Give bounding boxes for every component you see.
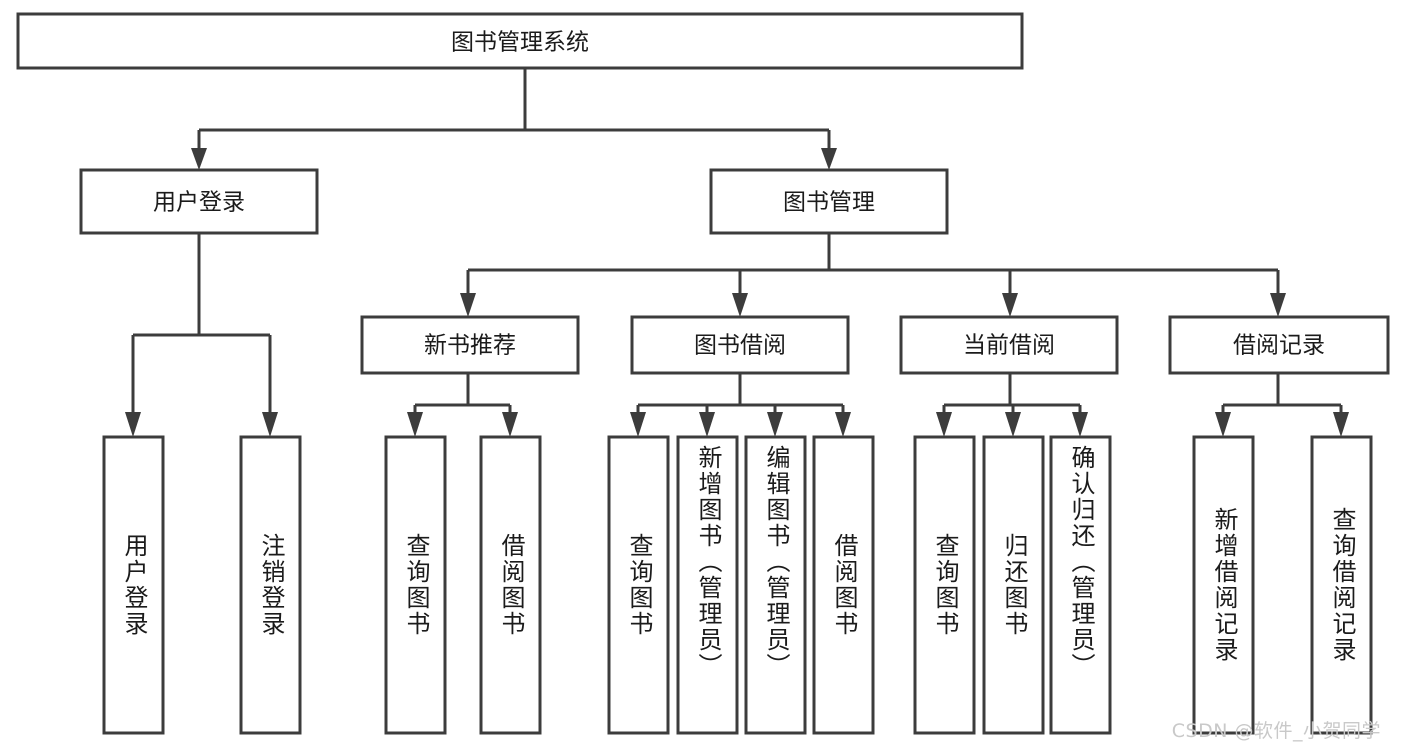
node-borrow-record-box[interactable] xyxy=(1168,315,1390,375)
leaf-add-record-box[interactable] xyxy=(1192,435,1255,735)
arrow-head-borrow-record xyxy=(1270,293,1286,317)
arrow-head-leaf-query-book-1 xyxy=(407,412,423,437)
arrow-head-leaf-add-record xyxy=(1215,412,1231,437)
arrow-head-new-book-recommend xyxy=(460,293,476,317)
leaf-user-login-box[interactable] xyxy=(102,435,165,735)
node-borrow-record[interactable]: 借阅记录 xyxy=(1168,315,1390,375)
leaf-node-group xyxy=(102,435,1373,735)
node-user-login-box[interactable] xyxy=(79,168,319,235)
node-new-book-recommend-label: 新书推荐 xyxy=(424,333,516,359)
leaf-user-logout-box[interactable] xyxy=(239,435,302,735)
connector-layer xyxy=(125,68,1349,437)
arrow-head-current-borrow xyxy=(1002,293,1018,317)
leaf-query-record-box[interactable] xyxy=(1310,435,1373,735)
node-root-box[interactable] xyxy=(16,12,1024,70)
leaf-confirm-return-box[interactable] xyxy=(1049,435,1112,735)
arrow-head-leaf-user-login xyxy=(125,412,141,437)
node-book-management-box[interactable] xyxy=(709,168,949,235)
arrow-head-leaf-query-book-3 xyxy=(936,412,952,437)
node-root-label: 图书管理系统 xyxy=(451,30,589,56)
node-book-borrow[interactable]: 图书借阅 xyxy=(630,315,850,375)
arrow-head-book-borrow xyxy=(732,293,748,317)
arrow-head-leaf-confirm-return xyxy=(1072,412,1088,437)
node-book-borrow-label: 图书借阅 xyxy=(694,333,786,359)
node-user-login[interactable]: 用户登录 xyxy=(79,168,319,235)
node-book-management-label: 图书管理 xyxy=(783,190,875,216)
leaf-query-book-1-box[interactable] xyxy=(384,435,447,735)
leaf-query-book-2-box[interactable] xyxy=(607,435,670,735)
node-book-management[interactable]: 图书管理 xyxy=(709,168,949,235)
leaf-return-book-box[interactable] xyxy=(982,435,1045,735)
node-current-borrow-box[interactable] xyxy=(899,315,1119,375)
node-new-book-recommend-box[interactable] xyxy=(360,315,580,375)
arrow-head-leaf-edit-book xyxy=(767,412,783,437)
leaf-add-book-box[interactable] xyxy=(676,435,739,735)
node-current-borrow[interactable]: 当前借阅 xyxy=(899,315,1119,375)
arrow-head-leaf-borrow-book-2 xyxy=(835,412,851,437)
node-book-borrow-box[interactable] xyxy=(630,315,850,375)
arrow-head-leaf-query-record xyxy=(1333,412,1349,437)
node-root[interactable]: 图书管理系统 xyxy=(16,12,1024,70)
node-current-borrow-label: 当前借阅 xyxy=(963,333,1055,359)
arrow-head-leaf-return-book xyxy=(1005,412,1021,437)
leaf-edit-book-box[interactable] xyxy=(744,435,807,735)
leaf-borrow-book-2-box[interactable] xyxy=(812,435,875,735)
arrow-head-book-management xyxy=(821,148,837,170)
leaf-query-book-3-box[interactable] xyxy=(913,435,976,735)
node-user-login-label: 用户登录 xyxy=(153,190,245,216)
arrow-head-leaf-user-logout xyxy=(262,412,278,437)
node-new-book-recommend[interactable]: 新书推荐 xyxy=(360,315,580,375)
arrow-head-leaf-borrow-book-1 xyxy=(502,412,518,437)
arrow-head-leaf-query-book-2 xyxy=(630,412,646,437)
node-borrow-record-label: 借阅记录 xyxy=(1233,333,1325,359)
leaf-borrow-book-1-box[interactable] xyxy=(479,435,542,735)
arrow-head-user-login xyxy=(191,148,207,170)
arrow-head-leaf-add-book xyxy=(699,412,715,437)
